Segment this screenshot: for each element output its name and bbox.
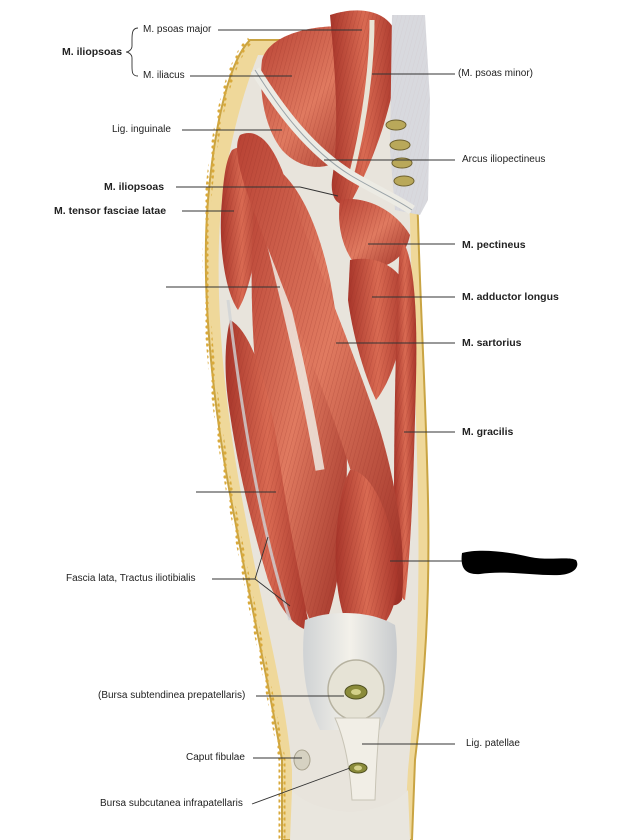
label-adductor-longus: M. adductor longus: [462, 291, 559, 303]
label-iliacus: M. iliacus: [143, 70, 185, 81]
label-caput-fibulae: Caput fibulae: [186, 752, 245, 763]
label-bursa-subcutanea: Bursa subcutanea infrapatellaris: [100, 798, 243, 809]
label-iliopsoas: M. iliopsoas: [104, 181, 165, 193]
leader-lines: [125, 27, 462, 805]
patellar-ligament: [334, 717, 381, 801]
label-lig-patellae: Lig. patellae: [466, 738, 520, 749]
label-arcus-iliopectineus: Arcus iliopectineus: [462, 154, 546, 165]
label-pectineus: M. pectineus: [462, 239, 526, 251]
label-iliopsoas-group: M. iliopsoas: [62, 46, 123, 58]
label-gracilis: M. gracilis: [462, 426, 514, 438]
label-psoas-minor: (M. psoas minor): [458, 68, 534, 79]
fibula-head: [293, 749, 311, 771]
label-fascia-lata: Fascia lata, Tractus iliotibialis: [66, 573, 196, 584]
label-sartorius: M. sartorius: [462, 337, 522, 349]
label-bursa-subtendinea: (Bursa subtendinea prepatellaris): [98, 690, 246, 701]
iliopsoas-brace: [125, 27, 139, 77]
lower-leg: [290, 790, 410, 840]
label-psoas-major: M. psoas major: [143, 24, 212, 35]
redaction-mark: [461, 550, 578, 576]
label-lig-inguinale: Lig. inguinale: [112, 124, 171, 135]
label-tensor-fasciae-latae: M. tensor fasciae latae: [54, 205, 167, 217]
